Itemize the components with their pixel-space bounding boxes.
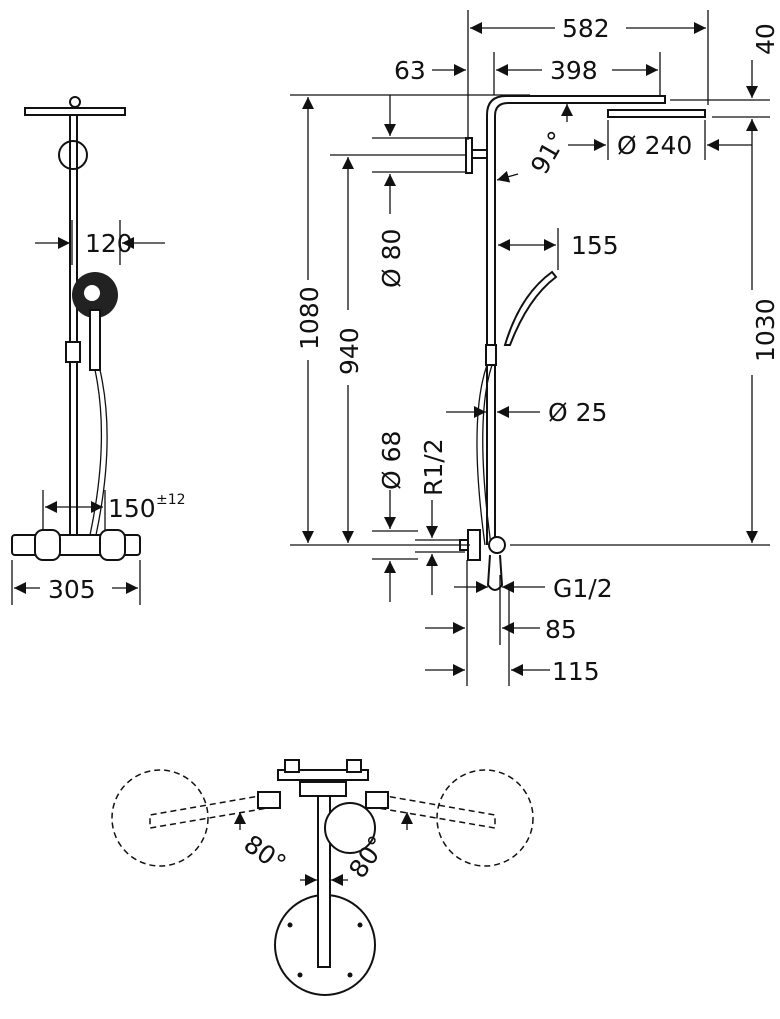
dim-bracket-height-label: 940 <box>335 327 364 375</box>
dim-pipe-diameter-label: Ø 25 <box>548 398 607 427</box>
dim-inlet-flange-label: Ø 68 <box>377 431 406 490</box>
hand-shower-top <box>324 802 376 854</box>
dim-head-height-label: 1030 <box>751 298 780 362</box>
dim-wall-offset-label: 63 <box>394 56 426 85</box>
overhead-shower <box>607 109 706 118</box>
riser-top <box>317 771 331 968</box>
dim-total-height-label: 1080 <box>295 286 324 350</box>
dim-arm-label: 398 <box>550 56 598 85</box>
dim-outlet-thread-label: G1/2 <box>553 574 613 603</box>
wall-flange <box>58 140 88 170</box>
shower-arm <box>486 95 666 545</box>
dim-handshower-offset-label: 155 <box>571 231 619 260</box>
side-view: 120 150 ±12 305 <box>11 96 186 605</box>
front-view: 582 398 63 40 1030 Ø 240 91° 1080 <box>290 10 780 686</box>
dim-depth-85-label: 85 <box>545 615 577 644</box>
dim-centers-tolerance: ±12 <box>156 492 186 508</box>
swivel-range-left <box>111 769 209 867</box>
dim-angle-label: 91° <box>525 126 572 179</box>
dim-width-label: 582 <box>562 14 610 43</box>
hand-shower-front <box>503 270 558 346</box>
thermostat-top <box>277 769 369 781</box>
dim-handshower-label: 120 <box>85 229 133 258</box>
top-view: 80° 80° <box>111 759 534 996</box>
dim-centers-label: 150 <box>108 494 156 523</box>
slider <box>65 341 81 363</box>
dim-head-diameter-label: Ø 240 <box>617 131 692 160</box>
dim-inlet-thread-label: R1/2 <box>419 438 448 496</box>
arm-left <box>149 794 269 829</box>
overhead-shower-side <box>24 107 126 116</box>
dim-flange-diameter-label: Ø 80 <box>377 229 406 288</box>
dim-head-thickness-label: 40 <box>751 23 780 55</box>
angle-left-label: 80° <box>239 829 292 878</box>
swivel-range-right <box>436 769 534 867</box>
hose <box>476 364 488 546</box>
arm-right <box>377 794 496 829</box>
dim-depth-115-label: 115 <box>552 657 600 686</box>
dim-thermostat-width-label: 305 <box>48 575 96 604</box>
